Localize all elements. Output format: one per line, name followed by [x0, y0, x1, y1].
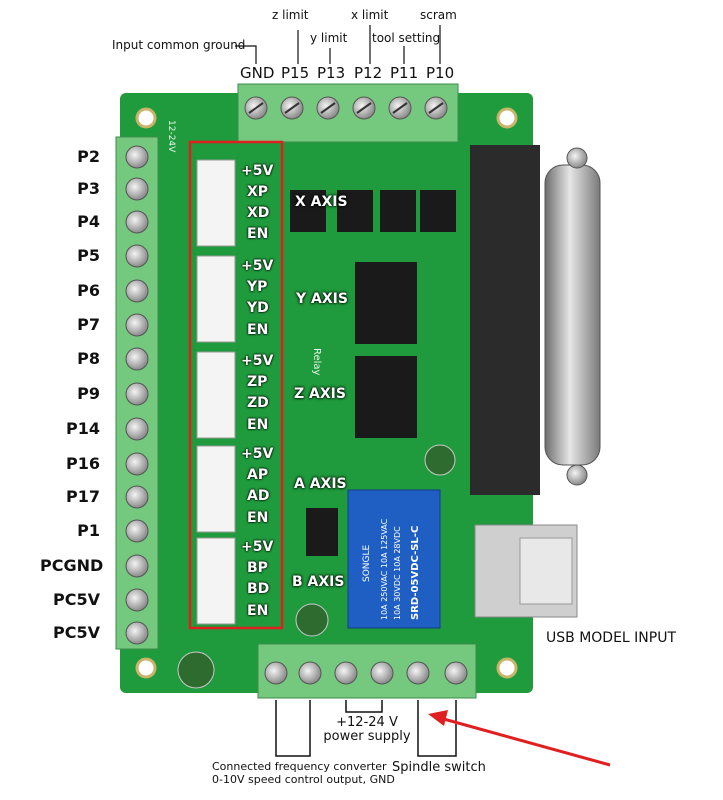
axis-x-pin: XD [247, 205, 270, 221]
axis-y-pin: YP [247, 279, 268, 295]
left-pin-label: P16 [66, 454, 100, 473]
axis-y-pin: YD [247, 300, 269, 316]
capacitors [177, 444, 456, 689]
left-pin-label: P7 [77, 315, 100, 334]
top-pin-p12: P12 [354, 64, 383, 82]
relay [347, 489, 441, 629]
axis-a-pin: AD [247, 488, 270, 504]
top-leader-lines [235, 25, 441, 64]
left-pin-label: PC5V [53, 590, 100, 609]
power-supply-line2: power supply [323, 729, 411, 744]
top-terminal-block [237, 83, 459, 143]
mount-hole-tr [496, 107, 518, 129]
axis-z-pin: +5V [241, 353, 274, 369]
power-supply-label: +12-24 V power supply [322, 716, 412, 744]
converter-line1: Connected frequency converter [212, 760, 387, 773]
axis-a-pin: AP [247, 467, 269, 483]
converter-line2: 0-10V speed control output, GND [212, 773, 395, 786]
axis-highlight-box [188, 140, 284, 630]
label-tool-setting: tool setting [372, 31, 441, 45]
relay-rating-2: 10A 30VDC 10A 28VDC [393, 526, 402, 620]
power-supply-line1: +12-24 V [336, 715, 398, 730]
left-pin-label: P3 [77, 179, 100, 198]
axis-a-pin: +5V [241, 446, 274, 462]
left-pin-label: P8 [77, 349, 100, 368]
top-pin-p15: P15 [281, 64, 310, 82]
bottom-screws [264, 661, 468, 685]
left-pin-label: PCGND [40, 556, 104, 575]
relay-model: SRD-05VDC-SL-C [410, 525, 421, 620]
top-pin-gnd: GND [240, 64, 275, 82]
axis-title-x: X AXIS [295, 194, 348, 210]
left-screws [125, 145, 149, 645]
top-pin-p11: P11 [390, 64, 419, 82]
label-input-common-ground: Input common ground [112, 38, 246, 52]
board-model-text: 12-24V [166, 120, 176, 153]
left-pin-label: P17 [66, 487, 100, 506]
usb-model-input-label: USB MODEL INPUT [546, 630, 677, 646]
spindle-switch-label: Spindle switch [392, 760, 486, 775]
axis-b-pin: BP [247, 560, 268, 576]
top-pin-p10: P10 [426, 64, 455, 82]
axis-z-pin: ZD [247, 395, 269, 411]
axis-b-pin: EN [247, 603, 269, 619]
board-relay-text: Relay [311, 348, 322, 376]
mount-hole-br [496, 657, 518, 679]
chips [290, 190, 456, 556]
left-pin-label: P4 [77, 212, 100, 231]
axis-y-pin: +5V [241, 258, 274, 274]
axis-z-pin: EN [247, 417, 269, 433]
red-arrow [428, 710, 611, 767]
bottom-brackets [275, 700, 457, 757]
left-pin-label: P2 [77, 147, 100, 166]
db25-shell [544, 164, 601, 466]
label-scram: scram [420, 8, 457, 22]
axis-x-pin: +5V [241, 163, 274, 179]
mount-hole-tl [135, 107, 157, 129]
db25-bracket [470, 145, 540, 495]
relay-rating-1: 10A 250VAC 10A 125VAC [380, 518, 389, 620]
left-pin-label: P9 [77, 384, 100, 403]
db25-screw-bottom [566, 464, 588, 486]
relay-brand: SONGLE [362, 544, 372, 582]
axis-title-a: A AXIS [294, 476, 347, 492]
label-y-limit: y limit [310, 31, 348, 45]
top-pin-p13: P13 [317, 64, 346, 82]
bottom-terminal-block [257, 643, 477, 699]
axis-title-z: Z AXIS [294, 386, 346, 402]
db25-screw-top [566, 147, 588, 169]
label-z-limit: z limit [272, 8, 309, 22]
axis-x-pin: XP [247, 184, 269, 200]
label-x-limit: x limit [351, 8, 389, 22]
axis-connectors [196, 159, 236, 625]
left-pin-label: P14 [66, 419, 100, 438]
axis-b-pin: BD [247, 581, 270, 597]
axis-b-pin: +5V [241, 539, 274, 555]
axis-z-pin: ZP [247, 374, 268, 390]
axis-title-y: Y AXIS [296, 291, 348, 307]
axis-x-pin: EN [247, 226, 269, 242]
left-pin-label: P5 [77, 246, 100, 265]
converter-label: Connected frequency converter 0-10V spee… [212, 760, 395, 786]
axis-a-pin: EN [247, 510, 269, 526]
left-pin-label: P1 [77, 521, 100, 540]
mount-hole-bl [135, 657, 157, 679]
top-screws [244, 96, 448, 120]
axis-title-b: B AXIS [292, 574, 345, 590]
axis-y-pin: EN [247, 322, 269, 338]
left-pin-label: PC5V [53, 623, 100, 642]
left-pin-label: P6 [77, 281, 100, 300]
